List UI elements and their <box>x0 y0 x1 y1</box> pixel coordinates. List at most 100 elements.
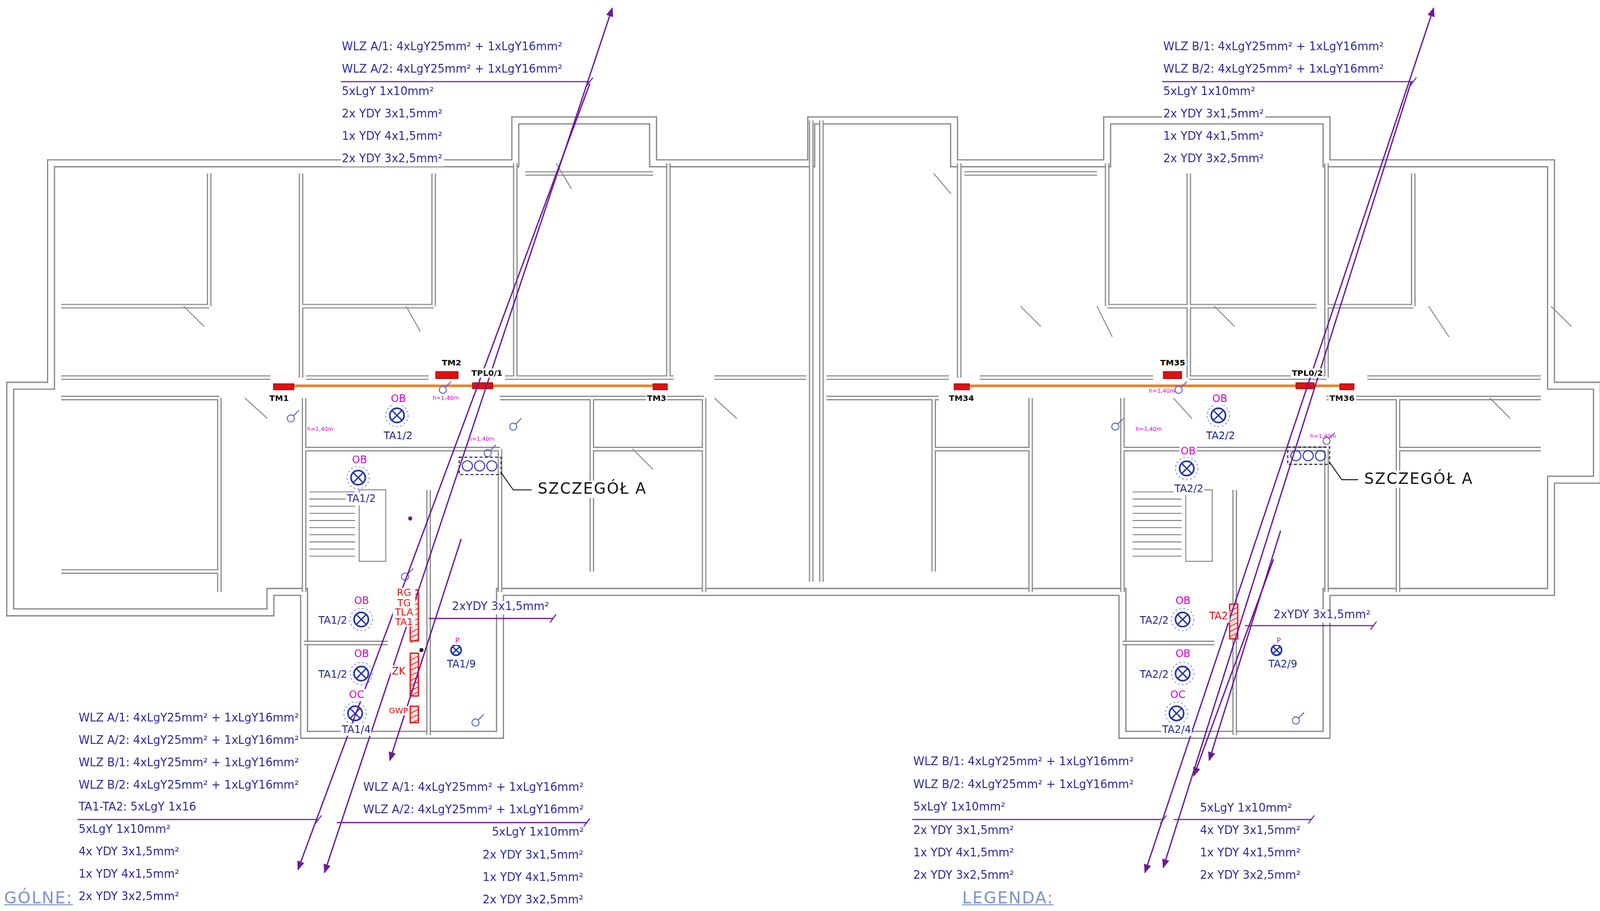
partition-wall-core <box>979 376 1154 379</box>
switchboard-hatch <box>410 638 419 643</box>
door-swing <box>1214 306 1235 327</box>
partition-wall <box>826 375 950 380</box>
luminaire-cross <box>1177 668 1188 679</box>
partition-wall <box>808 120 814 582</box>
door-swing <box>933 173 952 194</box>
cable-spec: WLZ B/2: 4xLgY25mm² + 1xLgY16mm² <box>1162 63 1385 77</box>
partition-wall <box>1104 163 1110 307</box>
circuit-label: TA1/2 <box>317 614 349 626</box>
partition-wall-core <box>500 396 705 400</box>
circuit-label: TA1/2 <box>317 668 349 680</box>
cable-spec: 1x YDY 4x1,5mm² <box>340 130 444 144</box>
outer-wall-core <box>10 120 1598 735</box>
partition-wall-core <box>1188 305 1317 308</box>
partition-wall-core <box>427 489 430 735</box>
partition-wall <box>714 375 807 380</box>
stair-step <box>1132 541 1182 543</box>
switch-symbol <box>1292 716 1300 725</box>
partition-wall <box>1106 303 1189 308</box>
luminaire-symbol <box>451 644 462 656</box>
luminaire-symbol <box>1175 666 1190 681</box>
emergency-halo <box>1175 457 1199 480</box>
cable-riser <box>1209 530 1281 761</box>
cable-spec: 5xLgY 1x10mm² <box>490 826 585 840</box>
cable-spec: 1x YDY 4x1,5mm² <box>481 871 585 885</box>
stairs <box>309 489 1213 562</box>
partition-wall-core <box>514 163 517 378</box>
conduit-symbol <box>1315 450 1326 461</box>
emergency-halo <box>1165 702 1188 725</box>
partition-wall-core <box>591 447 705 450</box>
circuit-label: TA1/9 <box>446 658 478 670</box>
partition-wall-core <box>61 570 220 573</box>
switch-lever <box>1298 712 1305 718</box>
partition-wall <box>1367 375 1542 380</box>
junction-dot <box>419 648 424 653</box>
partition-wall <box>826 395 940 401</box>
partition-wall-core <box>1396 398 1400 592</box>
partition-wall-core <box>300 305 434 308</box>
symbol-code: OB <box>351 454 369 466</box>
cable-spec: WLZ A/2: 4xLgY25mm² + 1xLgY16mm² <box>340 63 564 77</box>
partition-wall-core <box>1187 173 1190 378</box>
cable-spec: 2x YDY 3x2,5mm² <box>912 869 1016 883</box>
door-swing <box>183 306 204 327</box>
walls <box>10 120 1598 735</box>
partition-wall-core <box>932 398 935 572</box>
symbol-code: P <box>454 636 461 645</box>
rule-tick <box>1409 77 1416 86</box>
partition-wall <box>1411 173 1416 307</box>
symbol-code: P <box>1275 636 1283 645</box>
luminaire-cross <box>353 472 364 483</box>
partition-wall <box>701 398 707 592</box>
cable-spec: 4x YDY 3x1,5mm² <box>77 845 181 859</box>
switch-lever <box>477 714 484 720</box>
luminaire-cross <box>1177 668 1188 679</box>
partition-wall-core <box>299 173 302 378</box>
symbol-code: OC <box>347 688 366 701</box>
switch-symbol <box>484 449 492 457</box>
partition-wall-core <box>505 376 674 379</box>
stair-step <box>1132 534 1182 536</box>
circuit-label: TA2/9 <box>1267 658 1299 670</box>
cable-spec: 2xYDY 3x1,5mm² <box>451 601 551 615</box>
distribution-box <box>435 371 459 379</box>
partition-wall <box>1188 303 1317 308</box>
partition-wall <box>979 375 1154 380</box>
door-swing <box>632 448 654 470</box>
partition-wall <box>500 395 705 401</box>
section-heading: GÓLNE: <box>3 889 75 908</box>
switchboard-label: GWP <box>387 706 410 716</box>
cable-spec: 2x YDY 3x1,5mm² <box>912 824 1016 838</box>
cable-spec: 2x YDY 3x2,5mm² <box>1199 869 1302 883</box>
partition-wall <box>591 446 705 452</box>
emergency-halo <box>1171 608 1194 631</box>
door-swing <box>406 306 421 333</box>
switchboard-hatch <box>410 719 419 724</box>
outer-wall <box>10 120 1598 735</box>
partition-wall-core <box>1121 398 1124 592</box>
door-swing <box>244 398 268 419</box>
partition-wall <box>525 170 654 176</box>
cable-spec: 2x YDY 3x2,5mm² <box>340 152 444 167</box>
cable-spec: 2x YDY 3x2,5mm² <box>481 893 585 908</box>
stair-step <box>1132 505 1182 507</box>
switchboard-hatch <box>1229 617 1238 622</box>
leader-line <box>1329 461 1359 480</box>
partition-wall <box>431 173 436 307</box>
partition-wall-core <box>61 396 220 400</box>
luminaire-cross <box>356 614 366 625</box>
luminaire-symbol <box>351 470 366 485</box>
box-label: TM36 <box>1328 393 1356 404</box>
symbol-code: OB <box>353 594 371 607</box>
luminaire-cross <box>1272 646 1280 654</box>
partition-wall-core <box>306 376 429 379</box>
circuit-label: TA1/4 <box>340 723 372 736</box>
box-label: TM34 <box>947 393 976 404</box>
switchboard-hatch <box>410 656 419 661</box>
height-note: h=1,40m <box>1134 425 1164 432</box>
switch-lever <box>516 418 522 424</box>
luminaire-cross <box>356 668 366 679</box>
switch-lever <box>490 445 496 451</box>
